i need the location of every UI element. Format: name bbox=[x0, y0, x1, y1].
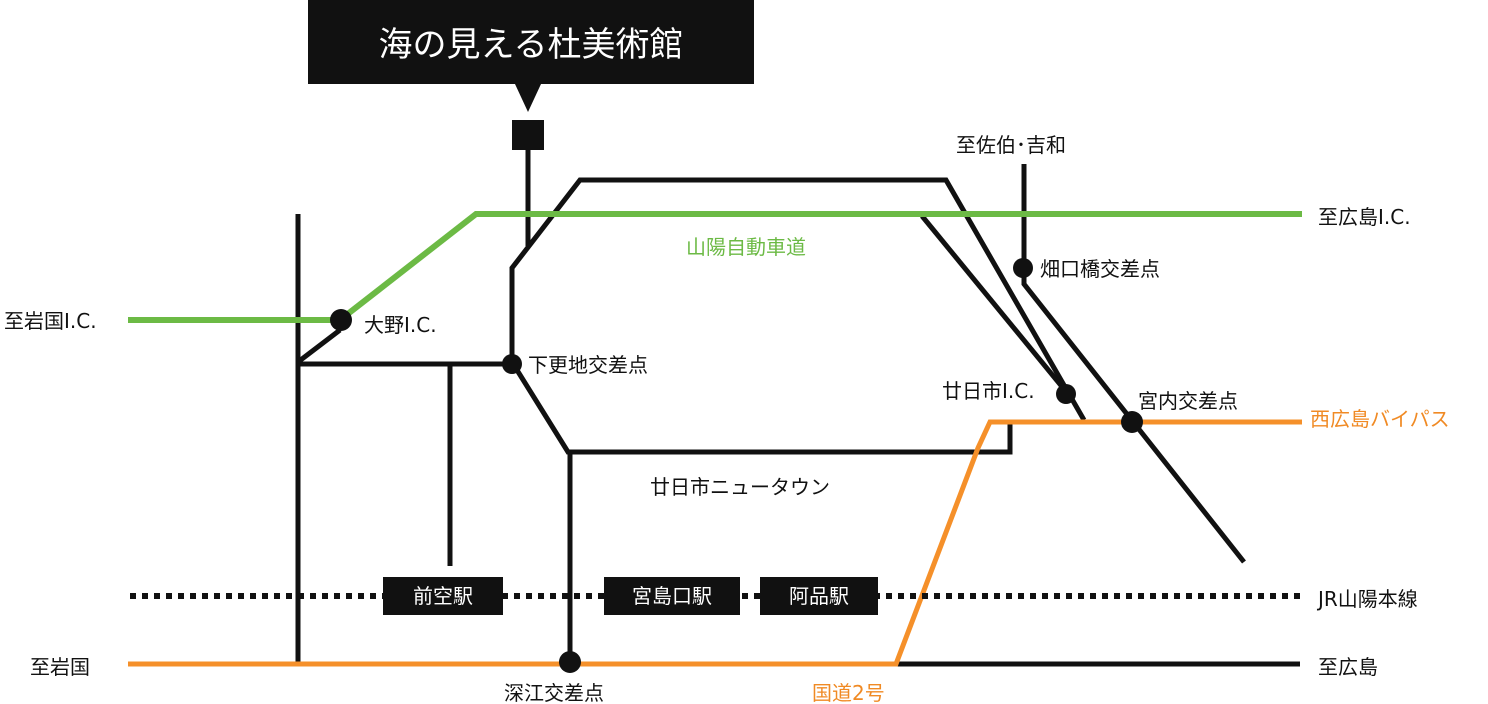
new-town-label: 廿日市ニュータウン bbox=[650, 475, 830, 499]
fukae-dot bbox=[559, 651, 581, 673]
expressway-label: 山陽自動車道 bbox=[686, 235, 806, 259]
to-saiki-label: 至佐伯･吉和 bbox=[956, 133, 1066, 157]
road-to-hatsukaichi-ic bbox=[920, 214, 1070, 396]
road-to-saiki bbox=[1021, 164, 1246, 564]
fukae-label: 深江交差点 bbox=[504, 681, 604, 704]
to-hiroshima-label: 至広島 bbox=[1318, 655, 1378, 679]
to-iwakuni-label: 至岩国 bbox=[30, 655, 90, 679]
station-label: 阿品駅 bbox=[789, 584, 849, 608]
hataguchibashi-dot bbox=[1013, 258, 1033, 278]
miyauchi-dot bbox=[1121, 411, 1143, 433]
station-label: 宮島口駅 bbox=[632, 584, 712, 608]
ring-road-lower bbox=[509, 360, 1013, 455]
ono-ic-dot bbox=[330, 309, 352, 331]
rail-label: JR山陽本線 bbox=[1316, 587, 1418, 611]
museum-title-callout: 海の見える杜美術館 bbox=[308, 0, 754, 112]
station-label: 前空駅 bbox=[413, 584, 473, 608]
station-miyajimaguchi: 宮島口駅 bbox=[604, 577, 740, 615]
shimo-sarachi-dot bbox=[502, 354, 522, 374]
station-ajina: 阿品駅 bbox=[760, 577, 878, 615]
museum-marker bbox=[512, 120, 544, 150]
museum-title: 海の見える杜美術館 bbox=[379, 25, 684, 65]
national-route-line bbox=[128, 419, 1302, 667]
ring-road bbox=[509, 177, 1087, 422]
station-maesora: 前空駅 bbox=[383, 577, 503, 615]
hatsukaichi-ic-label: 廿日市I.C. bbox=[942, 379, 1035, 403]
expressway-line bbox=[128, 211, 1302, 323]
ono-ic-link bbox=[296, 328, 342, 364]
bypass-label: 西広島バイパス bbox=[1310, 407, 1450, 431]
miyauchi-label: 宮内交差点 bbox=[1138, 389, 1238, 413]
to-hiroshima-ic-label: 至広島I.C. bbox=[1318, 205, 1411, 229]
national-route-label: 国道2号 bbox=[812, 681, 885, 704]
ono-ic-label: 大野I.C. bbox=[364, 313, 437, 337]
shimo-sarachi-label: 下更地交差点 bbox=[528, 353, 648, 377]
hataguchibashi-label: 畑口橋交差点 bbox=[1040, 257, 1160, 281]
hatsukaichi-ic-dot bbox=[1056, 384, 1076, 404]
to-iwakuni-ic-label: 至岩国I.C. bbox=[4, 309, 97, 333]
